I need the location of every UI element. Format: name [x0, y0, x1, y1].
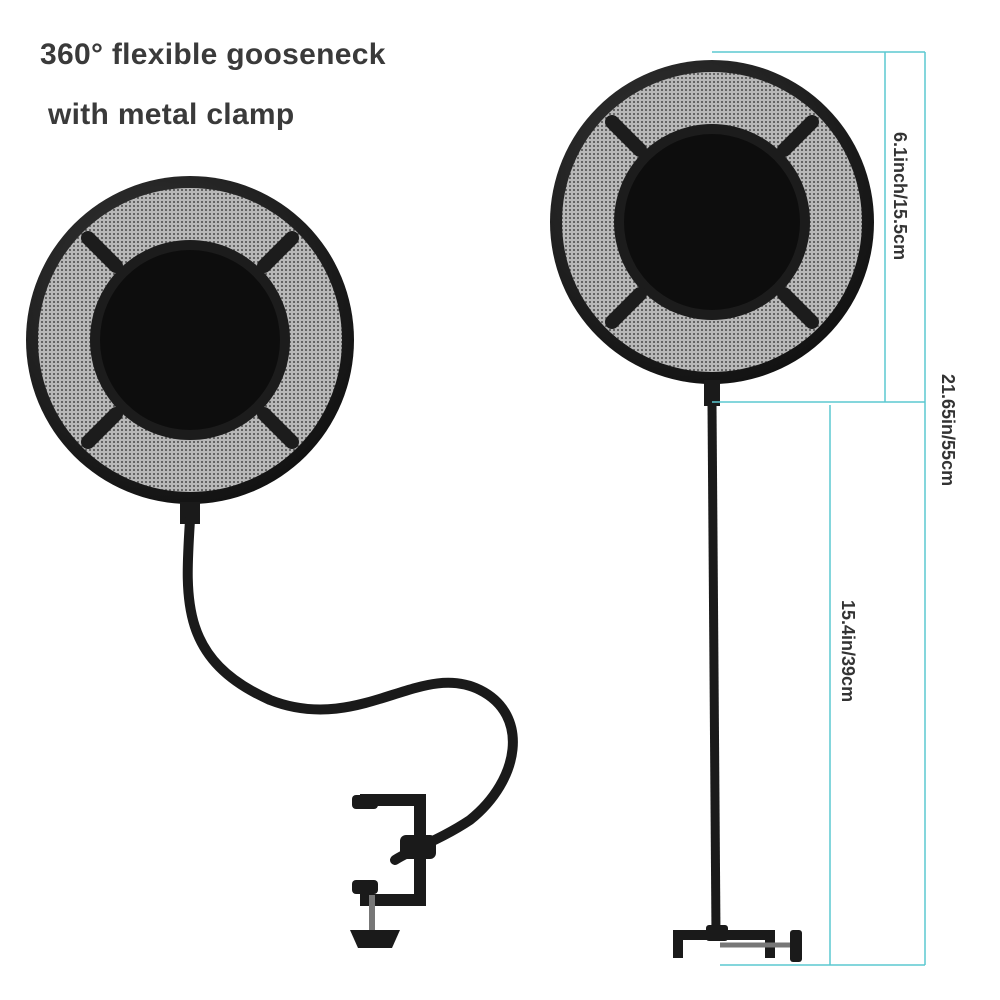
- dimension-lines: [712, 51, 926, 966]
- headline-line-2: with metal clamp: [48, 98, 295, 131]
- total-height-label: 21.65in/55cm: [938, 374, 958, 487]
- right-pop-filter: [550, 60, 874, 962]
- left-neck-connector: [180, 502, 200, 524]
- right-gooseneck: [707, 404, 721, 936]
- left-metal-clamp: [350, 794, 436, 948]
- head-diameter-label: 6.1inch/15.5cm: [890, 132, 910, 261]
- right-neck-connector: [704, 380, 720, 406]
- left-filter-head: [26, 176, 354, 504]
- right-metal-clamp: [673, 925, 802, 962]
- left-gooseneck: [182, 515, 518, 865]
- right-filter-head: [550, 60, 874, 384]
- gooseneck-length-label: 15.4in/39cm: [838, 600, 858, 703]
- headline-line-1: 360° flexible gooseneck: [40, 38, 386, 71]
- left-pop-filter: [26, 176, 518, 948]
